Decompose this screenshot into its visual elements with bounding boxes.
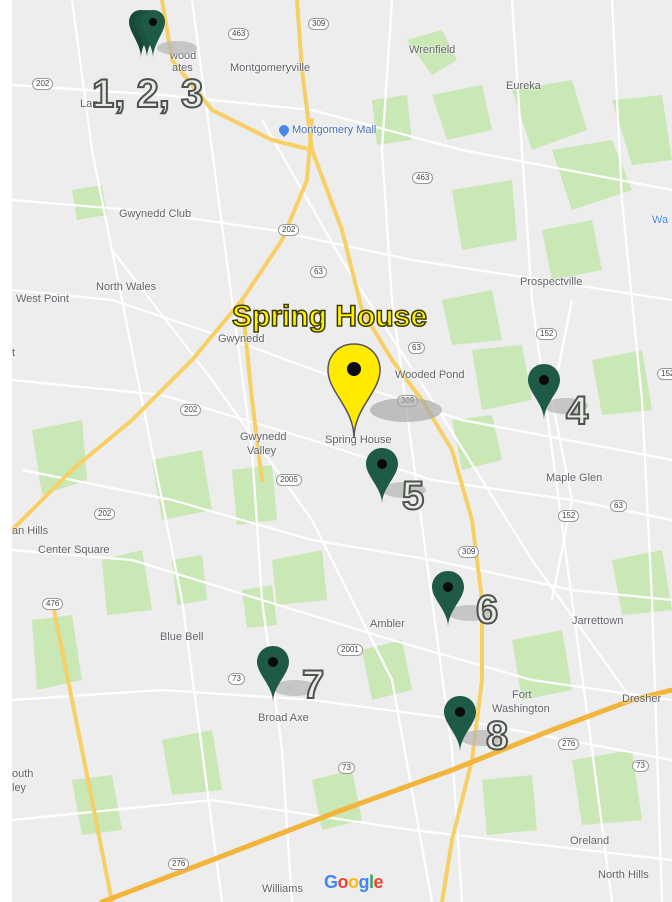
place-gwynedd: Gwynedd [218,333,265,345]
place-spring-house: Spring House [325,434,392,446]
place-ambler: Ambler [370,618,405,630]
place-montgomeryville: Montgomeryville [230,62,311,74]
spring-house-highlight-pin[interactable] [326,342,446,442]
road-shield-202: 202 [278,224,300,236]
marker-8-label: 8 [485,714,509,758]
road-shield-152c: 152 [657,368,672,380]
road-shield-2005: 2005 [276,474,302,486]
marker-7-label: 7 [301,663,325,707]
place-ates: ates [172,62,193,74]
place-broad-axe: Broad Axe [258,712,309,724]
place-ley: ley [12,782,27,794]
place-williams: Williams [262,883,303,895]
google-logo-g2: g [358,872,370,892]
road-shield-73b: 73 [338,762,355,774]
place-blue-bell: Blue Bell [160,631,204,643]
location-marker-icon [276,123,292,138]
road-shield-476: 476 [42,598,64,610]
road-shield-152b: 152 [558,510,580,522]
place-north-wales: North Wales [96,281,157,293]
place-oreland: Oreland [570,835,610,847]
place-gwynedd-club: Gwynedd Club [119,208,192,220]
place-gwynedd-valley-line2: Valley [247,445,277,457]
place-an-hills: an Hills [12,525,49,537]
spring-house-title: Spring House [231,300,428,333]
road-shield-276b: 276 [168,858,190,870]
place-wrenfield: Wrenfield [409,44,456,56]
parks [32,30,672,835]
turnpike [99,687,672,902]
marker-5-label: 5 [401,474,425,518]
place-lan: Lan [80,98,99,110]
place-wooded-pond: Wooded Pond [395,369,465,381]
marker-4-label: 4 [565,389,589,433]
marker-6-pin[interactable] [430,569,510,631]
road-shield-202c: 202 [94,508,116,520]
marker-1-2-3-label: 1, 2, 3 [91,72,204,116]
poi-montgomery-mall-label: Montgomery Mall [292,124,377,136]
marker-6-label: 6 [475,588,499,632]
road-shield-202b: 202 [32,78,54,90]
google-logo-e: e [373,872,384,892]
place-dresher: Dresher [622,693,662,705]
major-roads [12,0,484,902]
road-shield-309: 309 [308,18,330,30]
google-logo-l: l [369,872,374,892]
place-north-hills: North Hills [598,869,649,881]
google-logo-g1: G [324,872,338,892]
marker-7-pin[interactable] [255,644,335,706]
road-shield-463b: 463 [412,172,434,184]
place-outh: outh [12,768,34,780]
map-base [12,0,672,902]
google-logo-o2: o [348,872,359,892]
road-shield-152: 152 [536,328,558,340]
place-fort-washington-line1: Fort [512,689,532,701]
marker-5-pin[interactable] [364,446,444,508]
road-shield-463: 463 [228,28,250,40]
place-eureka: Eureka [506,80,541,92]
place-jarrettown: Jarrettown [572,615,624,627]
place-gwynedd-valley-line1: Gwynedd [240,431,287,443]
poi-montgomery-mall[interactable]: Montgomery Mall [276,123,377,138]
place-t: t [12,347,16,359]
map-view[interactable]: Montgomeryville Wrenfield Eureka Montgom… [12,0,672,902]
place-fort-washington-line2: Washington [492,703,550,715]
place-prospectville: Prospectville [520,276,583,288]
marker-1-2-3-pin[interactable] [129,8,199,68]
road-shield-63b: 63 [408,342,425,354]
road-shield-63c: 63 [610,500,627,512]
marker-8-pin[interactable] [442,694,522,756]
place-wa: Wa [652,214,669,226]
place-west-point: West Point [16,293,69,305]
place-center-square: Center Square [38,544,110,556]
road-shield-73: 73 [228,673,245,685]
road-shield-309c: 309 [458,546,480,558]
google-logo: Google [324,872,384,893]
road-shield-63: 63 [310,266,327,278]
place-maple-glen: Maple Glen [546,472,603,484]
marker-4-pin[interactable] [526,362,606,424]
road-shield-73c: 73 [632,760,649,772]
road-shield-202d: 202 [180,404,202,416]
road-shield-2001: 2001 [337,644,363,656]
minor-roads [12,0,672,902]
google-logo-o1: o [337,872,349,892]
road-shield-276: 276 [558,738,580,750]
